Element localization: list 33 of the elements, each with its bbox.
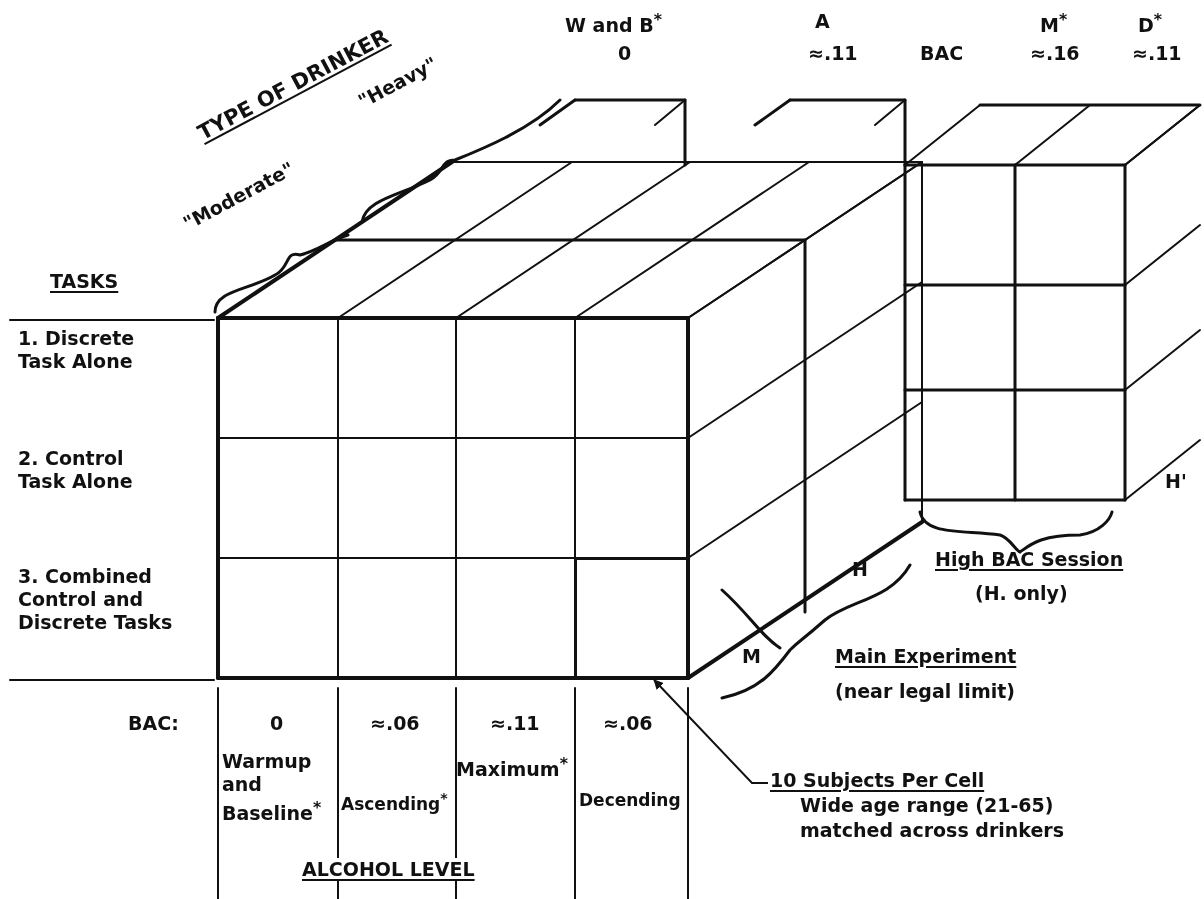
leader-line [653, 679, 769, 784]
label-text: ≈.11 [1132, 42, 1183, 65]
label-text: 0 [618, 42, 633, 65]
label-text: Decending [579, 789, 682, 812]
label-text: BAC: [128, 712, 180, 735]
label-text: (near legal limit) [835, 680, 1016, 703]
label-text: Warmup and Baseline$^{*}$ [222, 750, 322, 826]
label-text: ≈.11 [808, 42, 859, 65]
label-text: D$^{*}$ [1138, 9, 1164, 38]
label-text: 2. Control Task Alone [18, 447, 134, 493]
note-heading: 10 Subjects Per Cell [770, 768, 986, 793]
label-text: H' [1165, 470, 1188, 493]
label-text: TASKS [50, 270, 120, 293]
label-text: M [742, 645, 762, 668]
label-text: M$^{*}$ [1040, 9, 1069, 38]
label-text: A [815, 10, 831, 33]
label-text: BAC [920, 42, 965, 65]
label-text: (H. only) [975, 582, 1069, 605]
label-text: 3. Combined Control and Discrete Tasks [18, 565, 174, 634]
label-text: Maximum$^{*}$ [456, 753, 569, 782]
label-text: ≈.06 [603, 712, 654, 735]
label-text: Main Experiment [835, 645, 1018, 668]
label-text: Ascending$^{*}$ [341, 789, 449, 816]
label-text: ≈.06 [370, 712, 421, 735]
label-text: ≈.16 [1030, 42, 1081, 65]
label-text: 0 [270, 712, 285, 735]
label-text: ALCOHOL LEVEL [300, 858, 477, 881]
table-cell-box [575, 558, 688, 678]
label-text: 1. Discrete Task Alone [18, 327, 136, 373]
note-text: Wide age range (21-65) matched across drinkers [799, 793, 1066, 843]
label-text: W and B$^{*}$ [565, 9, 663, 38]
label-text: High BAC Session [935, 548, 1125, 571]
label-text: ≈.11 [490, 712, 541, 735]
